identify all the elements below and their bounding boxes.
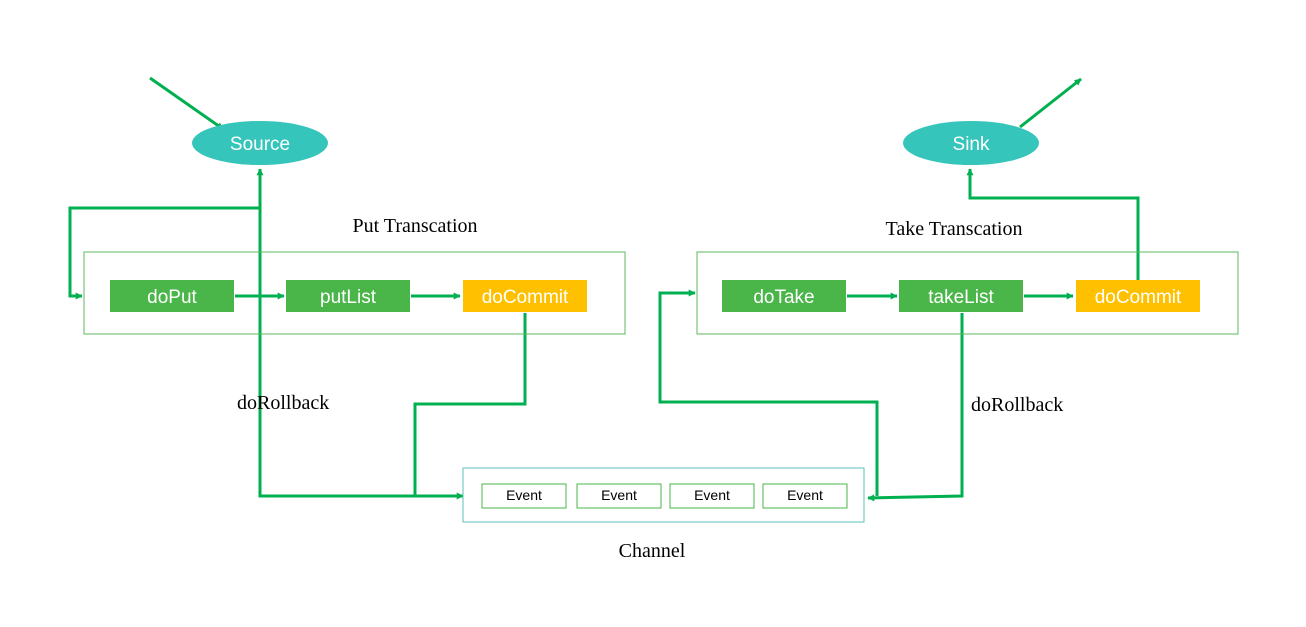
channel-event-1-box <box>481 483 567 509</box>
channel-event-2-label: Event <box>601 487 637 503</box>
dotake-label: doTake <box>753 287 814 308</box>
connectors <box>68 76 1140 502</box>
put-rollback-connector <box>256 168 415 498</box>
take-transaction-frame <box>696 251 1239 335</box>
sink-label: Sink <box>953 134 990 155</box>
channel-label: Channel <box>619 540 686 562</box>
channel-event-3-label: Event <box>694 487 730 503</box>
take-docommit-to-sink-connector <box>966 168 1140 280</box>
put-transaction-group: Put Transcation doPut putList doCommit d… <box>83 215 626 414</box>
channel-group: Event Event Event Event Channel <box>462 467 865 562</box>
source-ellipse <box>192 121 328 165</box>
dotake-box <box>722 280 846 312</box>
doput-box <box>110 280 234 312</box>
put-docommit-box <box>463 280 587 312</box>
sink-node: Sink <box>903 121 1039 165</box>
channel-event-1-label: Event <box>506 487 542 503</box>
channel-event-4-label: Event <box>787 487 823 503</box>
put-docommit-to-channel-connector <box>413 313 527 500</box>
put-transaction-frame <box>83 251 626 335</box>
source-to-doput-connector <box>68 206 260 300</box>
put-rollback-label: doRollback <box>237 392 329 414</box>
sink-output-arrow <box>1019 77 1082 129</box>
channel-to-dotake-connector <box>658 289 879 496</box>
channel-event-4-box <box>762 483 848 509</box>
take-docommit-box <box>1076 280 1200 312</box>
putlist-box <box>286 280 410 312</box>
sink-ellipse <box>903 121 1039 165</box>
doput-label: doPut <box>147 287 197 308</box>
take-transaction-group: Take Transcation doTake takeList doCommi… <box>696 218 1239 416</box>
put-docommit-label: doCommit <box>482 287 569 308</box>
channel-event-2-box <box>576 483 662 509</box>
source-node: Source <box>192 121 328 165</box>
takelist-label: takeList <box>928 287 994 308</box>
take-docommit-label: doCommit <box>1095 287 1182 308</box>
take-transaction-title: Take Transcation <box>886 218 1023 240</box>
putlist-label: putList <box>320 287 377 308</box>
put-transaction-title: Put Transcation <box>352 215 477 237</box>
source-label: Source <box>230 134 290 155</box>
takelist-box <box>899 280 1023 312</box>
source-input-arrow <box>149 76 224 131</box>
take-rollback-connector <box>867 313 964 502</box>
channel-event-3-box <box>669 483 755 509</box>
take-rollback-label: doRollback <box>971 394 1063 416</box>
